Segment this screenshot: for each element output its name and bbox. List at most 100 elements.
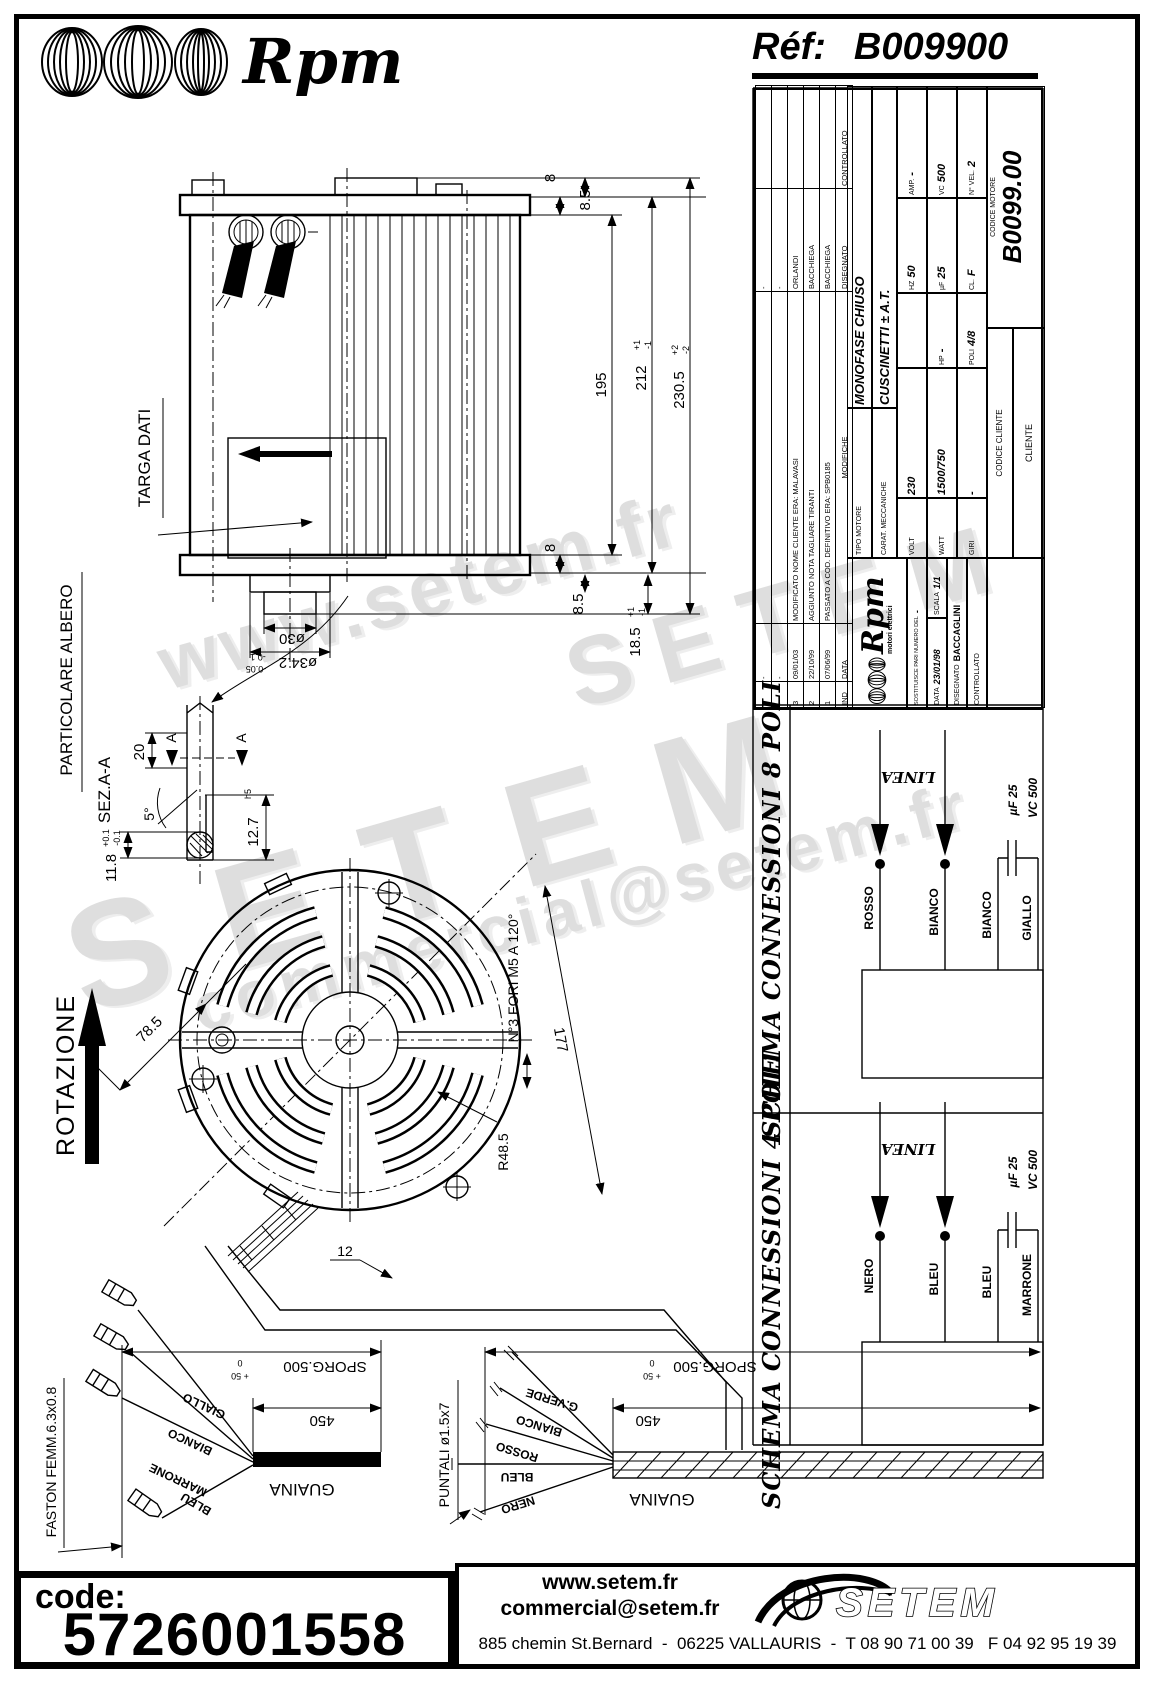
- schema-8-title: SCHEMA CONNESSIONI 8 POLI: [757, 680, 786, 1138]
- mod-text: [755, 291, 772, 624]
- code-label: code:: [35, 1578, 126, 1616]
- dim-212-p: +1: [632, 340, 642, 350]
- carat-value: CUSCINETTI ± A.T.: [877, 289, 892, 405]
- code-value: 5726001558: [62, 1601, 407, 1668]
- nvel-value: 2: [966, 160, 978, 168]
- mod-con: [771, 85, 788, 189]
- amp-value: -: [906, 172, 918, 176]
- dim-8-bot: 8: [542, 544, 559, 552]
- sheath-hatched: [612, 1451, 1044, 1479]
- tb-controllato: CONTROLLATO: [967, 558, 987, 708]
- section-mark-a-right: A: [233, 733, 249, 743]
- hz-value: 50: [906, 265, 918, 278]
- puntali-cable-assembly: PUNTALI ø1.5x7 G.VERDE BIANCO ROSSO BLEU…: [436, 1345, 1044, 1525]
- mod-row: 3 09/01/03 MODIFICATO NOME CLIENTE ERA: …: [787, 85, 804, 708]
- dim-2305: 230.5: [671, 371, 688, 409]
- tipo-label: TIPO MOTORE: [856, 506, 863, 555]
- mod-ind: 2: [803, 681, 820, 708]
- tipo-value: MONOFASE CHIUSO: [852, 276, 867, 405]
- tb-tipo-value-cell: MONOFASE CHIUSO: [847, 86, 872, 408]
- dim-85-top: 8.5: [577, 190, 594, 211]
- rpm-coils-icon: [41, 25, 228, 99]
- footer-address: 885 chemin St.Bernard - 06225 VALLAURIS …: [478, 1634, 1117, 1653]
- s8-wire-bianco2: BIANCO: [980, 891, 994, 938]
- shaft-detail-view: PARTICOLARE ALBERO SEZ.A-A A A 20 5° 12.…: [57, 572, 349, 884]
- data-label: DATA: [933, 687, 941, 705]
- dim-r485: R48.5: [495, 1133, 511, 1171]
- dim-8-top: 8: [542, 174, 559, 182]
- hz-label: HZ: [908, 280, 916, 290]
- mod-date: -: [771, 623, 788, 682]
- mod-text: [771, 291, 788, 624]
- section-borders: [752, 87, 1044, 1446]
- cable-exit-grommets: [215, 214, 318, 309]
- dim-212-m: -1: [643, 341, 653, 349]
- s4-wire-marrone: MARRONE: [1020, 1254, 1034, 1316]
- tb-scala: SCALA 1/1: [927, 558, 947, 618]
- watt-label: WATT: [938, 535, 946, 555]
- tb-carat-value-cell: CUSCINETTI ± A.T.: [872, 86, 897, 408]
- dim-118-m: -0.1: [112, 830, 122, 846]
- watt-value-cell: 1500/750: [927, 368, 957, 498]
- nameplate-outline: [227, 437, 387, 559]
- disegnato-value: BACCAGLINI: [952, 604, 962, 662]
- sporg-left: SPORG.500: [283, 1358, 366, 1375]
- guaina-label-left: GUAINA: [269, 1480, 335, 1499]
- uf-label: µF: [938, 281, 946, 290]
- disegnato-label: DISEGNATO: [953, 664, 961, 705]
- watt-label-cell: WATT: [927, 498, 957, 558]
- hz-cell: HZ 50: [897, 198, 927, 293]
- schema-8-poli: SCHEMA CONNESSIONI 8 POLI LINEA ROSSO BI…: [757, 680, 1044, 1138]
- s8-wire-giallo: GIALLO: [1020, 895, 1034, 940]
- mod-date: 22/10/99: [803, 623, 820, 682]
- mod-row: 1 07/06/99 PASSATO A COD. DEFINITIVO ERA…: [819, 85, 836, 708]
- modification-table: - - - - - - 3 09/01/03 MODIFICATO NOME C…: [755, 85, 853, 708]
- mod-dis: -: [771, 188, 788, 292]
- codice-motore-label: CODICE MOTORE: [990, 177, 997, 237]
- s4-wire-bleu1: BLEU: [927, 1263, 941, 1296]
- particolare-albero-title: PARTICOLARE ALBERO: [57, 584, 76, 775]
- data-value: 23/01/98: [932, 649, 942, 685]
- wire-label-nero: NERO: [499, 1493, 536, 1517]
- tb-logo-cell: Rpm motori elettrici: [847, 558, 907, 708]
- tb-brand: Rpm: [856, 576, 891, 654]
- mod-dis: -: [755, 188, 772, 292]
- scala-label: SCALA: [933, 592, 941, 615]
- mod-con: [787, 85, 804, 189]
- s8-vc: VC 500: [1026, 778, 1040, 818]
- codice-motore-cell: CODICE MOTORE B0099.00: [987, 86, 1045, 328]
- giri-value: -: [966, 491, 978, 495]
- s8-uf: µF 25: [1006, 784, 1020, 816]
- motor-side-view: TARGA DATI ø30 ø34.2 -0.1 -0.05 8 8.5 8: [135, 168, 706, 674]
- dim-450-mid: 450: [635, 1412, 660, 1429]
- hp-cell: HP-: [927, 293, 957, 368]
- hp-value: -: [936, 348, 948, 353]
- rotation-indicator: ROTAZIONE: [52, 988, 106, 1164]
- s8-wire-bianco1: BIANCO: [927, 888, 941, 935]
- dim-d342-tol-minus: -0.05: [246, 664, 267, 674]
- volt-label-cell: VOLT: [897, 498, 927, 558]
- mod-dis: BACCHIEGA: [803, 188, 820, 292]
- codice-motore-value: B0099.00: [997, 150, 1027, 264]
- targa-dati-label: TARGA DATI: [135, 409, 154, 508]
- tb-empty-cell: [987, 558, 1045, 708]
- dim-177: 177: [550, 1026, 571, 1054]
- ref-label: Réf:: [752, 26, 826, 68]
- sporg-left-p: + 50: [231, 1371, 249, 1381]
- mod-ind: -: [755, 681, 772, 708]
- code-box: code: 5726001558: [14, 1571, 455, 1669]
- volt-value-cell: 230: [897, 368, 927, 498]
- mod-ind: 3: [787, 681, 804, 708]
- cl-cell: CL.F: [957, 198, 987, 293]
- setem-logo: SETEM: [740, 1560, 1040, 1639]
- setem-brand-text: SETEM: [836, 1581, 999, 1625]
- codice-cliente-cell: CODICE CLIENTE: [987, 328, 1013, 558]
- mod-row: - - -: [755, 85, 772, 708]
- dim-2305-p: +2: [670, 345, 680, 355]
- sporg-left-m: 0: [237, 1358, 242, 1368]
- mod-text: MODIFICATO NOME CLIENTE ERA: MALAVASI: [787, 291, 804, 624]
- volt-label: VOLT: [908, 537, 916, 555]
- wire-label-marrone: MARRONE: [147, 1461, 209, 1500]
